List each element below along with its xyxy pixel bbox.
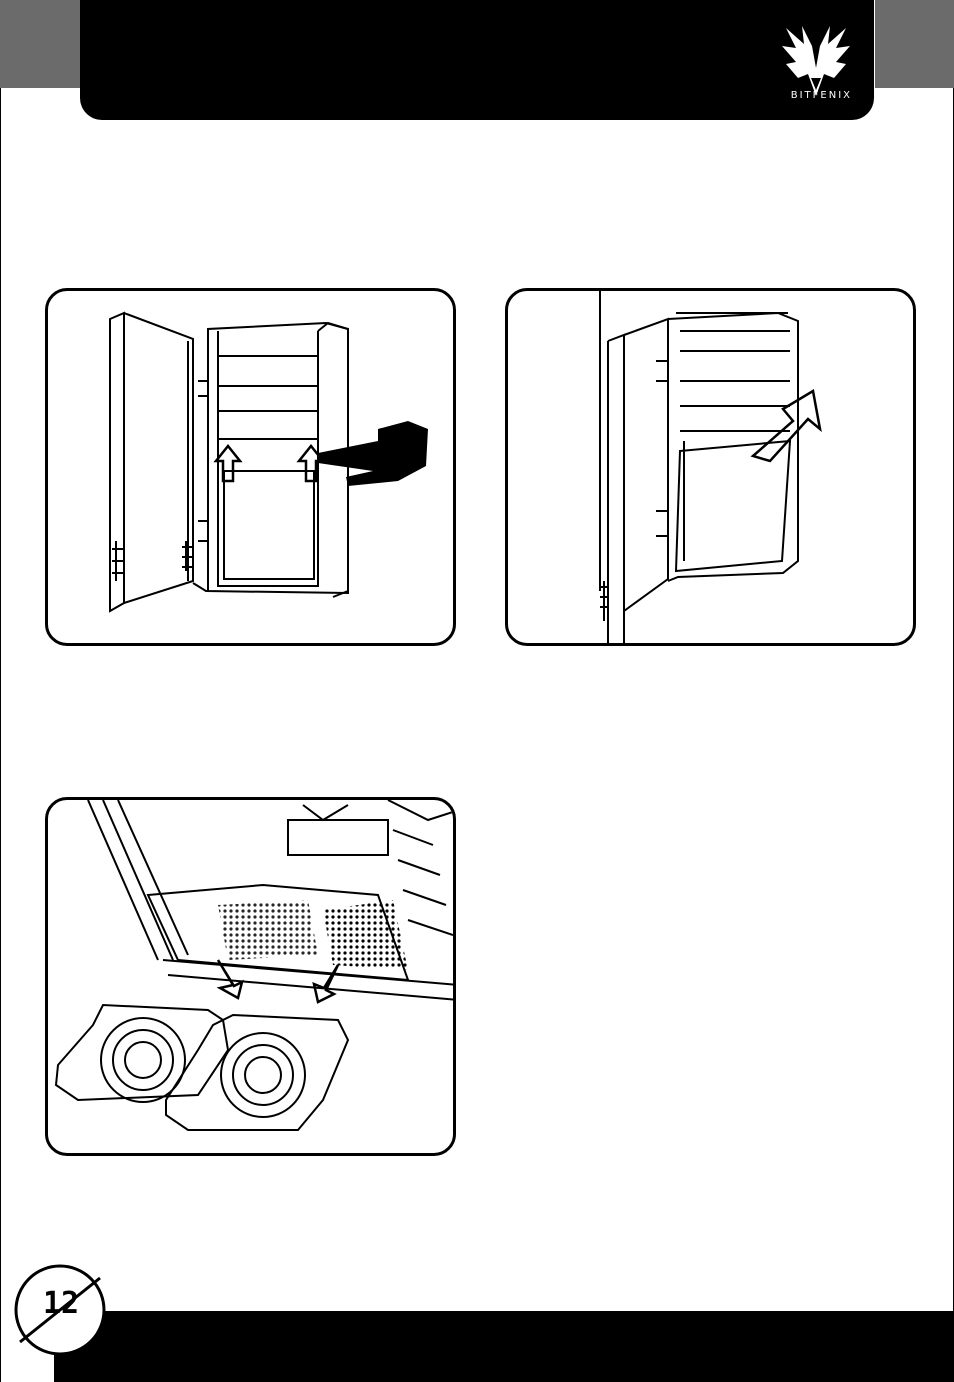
case-open-door-push-arrows-illustration-icon: [48, 291, 456, 646]
header-corner-tab-left: [0, 0, 80, 88]
header-bar: BITFENIX: [80, 0, 874, 120]
figure-3: [45, 797, 456, 1156]
page-left-edge: [0, 0, 1, 1382]
case-front-panel-removal-illustration-icon: [508, 291, 916, 646]
header-corner-tab-right: [875, 0, 954, 88]
footer-bar: [54, 1311, 954, 1382]
figure-1: [45, 288, 456, 646]
case-bottom-dust-filter-removal-illustration-icon: [48, 800, 456, 1156]
page-number: 12: [36, 1286, 86, 1321]
figure-2: [505, 288, 916, 646]
brand-wordmark: BITFENIX: [791, 90, 852, 101]
